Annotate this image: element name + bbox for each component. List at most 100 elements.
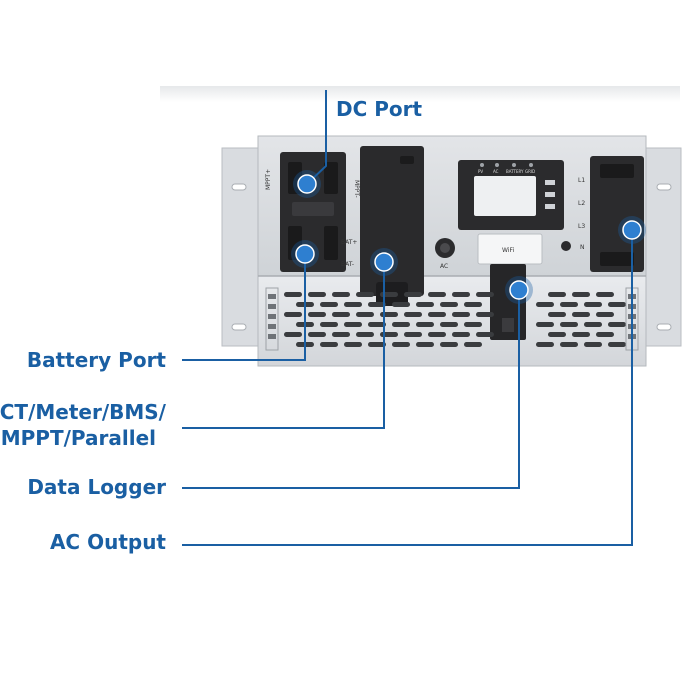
vent-slot	[596, 312, 614, 317]
wifi-mark: WiFi	[502, 247, 514, 254]
vent-slot	[284, 312, 302, 317]
vent-slot	[464, 342, 482, 347]
ac-mark: AC	[440, 263, 448, 270]
bat-plus-mark: BAT+	[341, 239, 357, 246]
l3-mark: L3	[578, 223, 585, 230]
right-rack-ear	[644, 147, 682, 347]
ct-meter-label-line1: CT/Meter/BMS/	[0, 400, 166, 424]
vent-slot	[404, 292, 422, 297]
vent-slot	[548, 332, 566, 337]
vent-slot	[356, 312, 374, 317]
vent-slot	[344, 322, 362, 327]
vent-slot	[308, 312, 326, 317]
vent-slot	[548, 292, 566, 297]
vent-slot	[476, 292, 494, 297]
data-logger-label: Data Logger	[27, 475, 166, 499]
vent-slot	[536, 342, 554, 347]
vent-slot	[368, 322, 386, 327]
vent-slot	[416, 342, 434, 347]
led-label: BATTERY	[506, 169, 524, 174]
n-mark: N	[580, 244, 585, 251]
ct-meter-leader	[182, 262, 385, 429]
vent-slot	[308, 332, 326, 337]
vent-slot	[392, 342, 410, 347]
bat-minus-mark: BAT-	[341, 261, 354, 268]
mppt-minus-mark: MPPT-	[353, 180, 360, 198]
callout-marker-ct-meter	[370, 248, 398, 276]
vent-slot	[440, 302, 458, 307]
vent-slot	[572, 312, 590, 317]
vent-slot	[560, 302, 578, 307]
vent-slot	[368, 342, 386, 347]
communication-module	[360, 146, 424, 296]
vent-slot	[332, 292, 350, 297]
vent-slot	[380, 332, 398, 337]
led-label: PV	[478, 169, 483, 174]
vent-slot	[452, 292, 470, 297]
vent-slot	[452, 312, 470, 317]
chassis-lower	[257, 275, 647, 367]
ear-slot	[231, 183, 247, 191]
vent-slot	[380, 312, 398, 317]
data-logger-leader	[182, 290, 520, 489]
vent-slot	[452, 332, 470, 337]
vent-slot	[284, 332, 302, 337]
vent-slot	[608, 302, 626, 307]
vent-slot	[440, 322, 458, 327]
vent-slot	[392, 302, 410, 307]
vent-slot	[356, 292, 374, 297]
vent-slot	[428, 332, 446, 337]
vent-slot	[440, 342, 458, 347]
vent-slot	[464, 322, 482, 327]
vent-slot	[344, 342, 362, 347]
vent-slot	[320, 322, 338, 327]
vent-slot	[476, 312, 494, 317]
vent-slot	[404, 332, 422, 337]
vent-slot	[320, 342, 338, 347]
vent-slot	[392, 322, 410, 327]
vent-slot	[320, 302, 338, 307]
ac-output-leader	[182, 230, 633, 546]
vent-slot	[536, 322, 554, 327]
ear-slot	[231, 323, 247, 331]
ear-slot	[656, 323, 672, 331]
vent-slot	[596, 332, 614, 337]
vent-slot	[560, 342, 578, 347]
vent-slot	[284, 292, 302, 297]
ear-slot	[656, 183, 672, 191]
vent-slot	[428, 312, 446, 317]
vent-slot	[344, 302, 362, 307]
callout-marker-battery-port	[291, 240, 319, 268]
vent-slot	[416, 322, 434, 327]
led-label: AC	[493, 169, 499, 174]
vent-slot	[476, 332, 494, 337]
vent-slot	[572, 292, 590, 297]
vent-slot	[608, 322, 626, 327]
vent-slot	[404, 312, 422, 317]
vent-slot	[308, 292, 326, 297]
vent-slot	[416, 302, 434, 307]
vent-slot	[428, 292, 446, 297]
vent-slot	[584, 322, 602, 327]
vent-slot	[368, 302, 386, 307]
ac-output-module	[590, 156, 644, 272]
vent-slot	[380, 292, 398, 297]
vent-slot	[560, 322, 578, 327]
callout-marker-ac-output	[618, 216, 646, 244]
vent-slot	[332, 332, 350, 337]
battery-port-leader	[182, 254, 306, 361]
left-slot-column	[265, 287, 279, 351]
vent-slot	[572, 332, 590, 337]
vent-slot	[584, 342, 602, 347]
callout-marker-data-logger	[505, 276, 533, 304]
left-rack-ear	[221, 147, 259, 347]
vent-slot	[464, 302, 482, 307]
vent-slot	[608, 342, 626, 347]
vent-slot	[536, 302, 554, 307]
ct-meter-label-line2: MPPT/Parallel	[0, 426, 156, 450]
top-shelf-shadow	[160, 86, 680, 102]
ac-output-label: AC Output	[49, 530, 166, 554]
led-label: GRID	[525, 169, 535, 174]
